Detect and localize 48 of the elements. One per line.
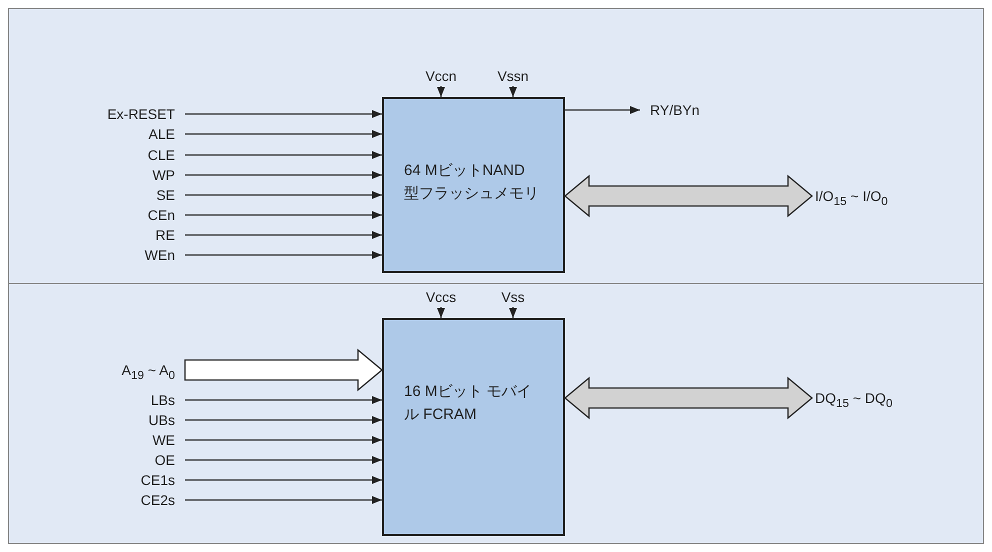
signal-label: SE [156,187,175,203]
signal-label: Vccs [411,289,471,305]
bus-arrow [564,376,814,420]
signal-arrow [185,110,382,118]
bus-arrow [564,174,814,218]
signal-label: RY/BYn [650,102,700,118]
signal-arrow [185,416,382,424]
signal-arrow [185,130,382,138]
signal-arrow [185,496,382,504]
signal-label: CE2s [140,492,175,508]
bus-arrow [184,348,384,392]
signal-arrow [185,251,382,259]
signal-label: UBs [148,412,175,428]
signal-label: I/O$_{15}$ ~ I/O$_{0}$ [815,188,888,210]
signal-label: DQ$_{15}$ ~ DQ$_{0}$ [815,390,892,412]
chip-label: 16 Mビット モバイル FCRAM [404,382,533,425]
signal-label: Vccn [411,68,471,84]
signal-label: Ex-RESET [107,106,175,122]
signal-label: CEn [148,207,175,223]
signal-label: LBs [150,392,175,408]
signal-label: WE [152,432,175,448]
signal-arrow [185,476,382,484]
memory-chip-box [382,318,565,536]
signal-label: A$_{19}$ ~ A$_{0}$ [122,362,175,384]
signal-arrow [185,396,382,404]
memory-chip-box [382,97,565,273]
chip-label: 64 MビットNAND 型フラッシュメモリ [404,161,540,204]
signal-arrow [437,86,445,97]
signal-label: CE1s [140,472,175,488]
signal-arrow [185,171,382,179]
signal-arrow [565,106,640,114]
signal-arrow [185,436,382,444]
signal-label: Vssn [483,68,543,84]
signal-arrow [509,307,517,318]
signal-arrow [185,151,382,159]
signal-label: ALE [148,126,175,142]
signal-label: WEn [144,247,175,263]
signal-arrow [185,191,382,199]
signal-arrow [185,231,382,239]
signal-label: RE [156,227,175,243]
signal-label: OE [154,452,175,468]
signal-arrow [185,456,382,464]
signal-arrow [437,307,445,318]
signal-label: Vss [483,289,543,305]
signal-arrow [185,211,382,219]
signal-label: CLE [148,147,175,163]
signal-label: WP [152,167,175,183]
signal-arrow [509,86,517,97]
